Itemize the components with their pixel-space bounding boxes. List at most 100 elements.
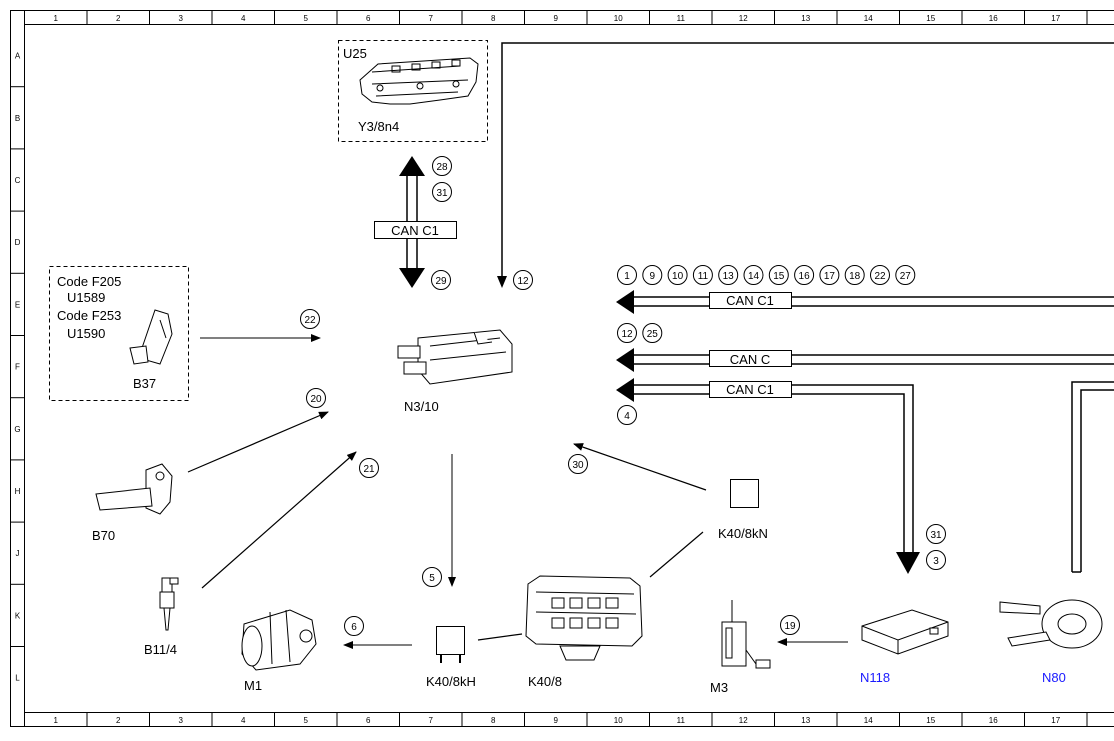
row-letter: C: [15, 176, 21, 185]
m1-group: M1: [242, 610, 316, 693]
column-number: 5: [304, 14, 309, 23]
column-number: 8: [491, 716, 496, 725]
b11-4-label: B11/4: [144, 642, 177, 657]
svg-text:30: 30: [572, 460, 584, 471]
column-number: 12: [739, 14, 748, 23]
signal-row-can-c: 12 25: [618, 324, 662, 343]
column-number: 13: [801, 716, 810, 725]
svg-text:11: 11: [698, 271, 709, 282]
column-number: 2: [116, 14, 121, 23]
signal-28: 28: [433, 157, 452, 176]
row-letter: A: [15, 52, 21, 61]
signal-20: 20: [307, 389, 326, 408]
column-number: 6: [366, 14, 371, 23]
row-letter: K: [15, 611, 21, 620]
k40-8-group: K40/8: [526, 576, 642, 689]
fuel-pump-icon: [722, 600, 770, 668]
row-letter: J: [16, 549, 20, 558]
column-number: 11: [677, 14, 686, 23]
svg-text:1: 1: [624, 271, 630, 282]
signal-12-top: 12: [514, 271, 533, 290]
signal-31-right: 31: [927, 525, 946, 544]
svg-text:22: 22: [874, 271, 886, 282]
signal-10: 10: [668, 266, 687, 285]
signal-18: 18: [845, 266, 864, 285]
starter-motor-icon: [242, 610, 316, 670]
row-letter: G: [14, 425, 20, 434]
column-number: 3: [179, 716, 184, 725]
column-number: 16: [989, 716, 998, 725]
y3-8n4-label: Y3/8n4: [358, 119, 399, 134]
svg-text:31: 31: [436, 188, 448, 199]
b37-group: Code F205 U1589 Code F253 U1590 B37: [50, 267, 189, 401]
k40-8kh-group: K40/8kH: [426, 627, 476, 690]
k40-8kn-label: K40/8kN: [718, 526, 768, 541]
n3-10-label: N3/10: [404, 399, 439, 414]
svg-text:9: 9: [650, 271, 656, 282]
row-letter: F: [15, 363, 20, 372]
column-number: 12: [739, 716, 748, 725]
svg-text:19: 19: [784, 621, 796, 632]
signal-30: 30: [569, 455, 588, 474]
column-number: 2: [116, 716, 121, 725]
can-c1-vertical-label: CAN C1: [391, 223, 439, 238]
signal-14: 14: [744, 266, 763, 285]
svg-text:17: 17: [824, 271, 836, 282]
row-letter: B: [15, 114, 20, 123]
temp-sensor-icon: [160, 578, 178, 630]
column-number: 7: [429, 14, 434, 23]
signal-15: 15: [769, 266, 788, 285]
signal-row-can-c1: 1 9 10 11 13 14 15 16 17 18 22 27: [618, 266, 915, 285]
signal-9: 9: [643, 266, 662, 285]
row-letter: E: [15, 300, 20, 309]
column-number: 10: [614, 716, 623, 725]
column-number: 10: [614, 14, 623, 23]
b37-label: B37: [133, 376, 156, 391]
column-number: 7: [429, 716, 434, 725]
column-number: 5: [304, 716, 309, 725]
valve-body-icon: [360, 58, 478, 104]
signal-13: 13: [719, 266, 738, 285]
column-number: 14: [864, 716, 873, 725]
svg-text:29: 29: [435, 276, 447, 287]
crank-sensor-icon: [96, 464, 172, 514]
can-c1-top-label: CAN C1: [726, 293, 774, 308]
u1589-label: U1589: [67, 290, 105, 305]
row-letter: L: [15, 674, 20, 683]
signal-25: 25: [643, 324, 662, 343]
fuel-module-icon: [862, 610, 948, 654]
svg-text:16: 16: [799, 271, 811, 282]
can-c1-lower-bus: CAN C1: [616, 378, 920, 574]
m1-label: M1: [244, 678, 262, 693]
k40-8-label: K40/8: [528, 674, 562, 689]
m3-group: M3: [710, 600, 770, 695]
signal-22-left: 22: [301, 310, 320, 329]
svg-text:3: 3: [933, 556, 939, 567]
column-number: 11: [677, 716, 686, 725]
column-number: 14: [864, 14, 873, 23]
signal-17: 17: [820, 266, 839, 285]
column-number: 1: [54, 14, 59, 23]
svg-text:27: 27: [900, 271, 912, 282]
can-c-label: CAN C: [730, 352, 770, 367]
signal-29: 29: [432, 271, 451, 290]
column-number: 8: [491, 14, 496, 23]
svg-text:6: 6: [351, 622, 357, 633]
u25-group: U25 Y3/8n4: [339, 41, 488, 142]
svg-text:12: 12: [517, 276, 529, 287]
svg-text:12: 12: [621, 329, 633, 340]
svg-text:15: 15: [773, 271, 785, 282]
can-c-bus: CAN C: [616, 348, 1114, 372]
row-letter: D: [15, 238, 21, 247]
column-number: 16: [989, 14, 998, 23]
column-number: 17: [1051, 14, 1060, 23]
signal-31-top: 31: [433, 183, 452, 202]
svg-text:13: 13: [723, 271, 735, 282]
signal-16: 16: [795, 266, 814, 285]
signal-19: 19: [781, 616, 800, 635]
signal-12: 12: [618, 324, 637, 343]
signal-27: 27: [896, 266, 915, 285]
